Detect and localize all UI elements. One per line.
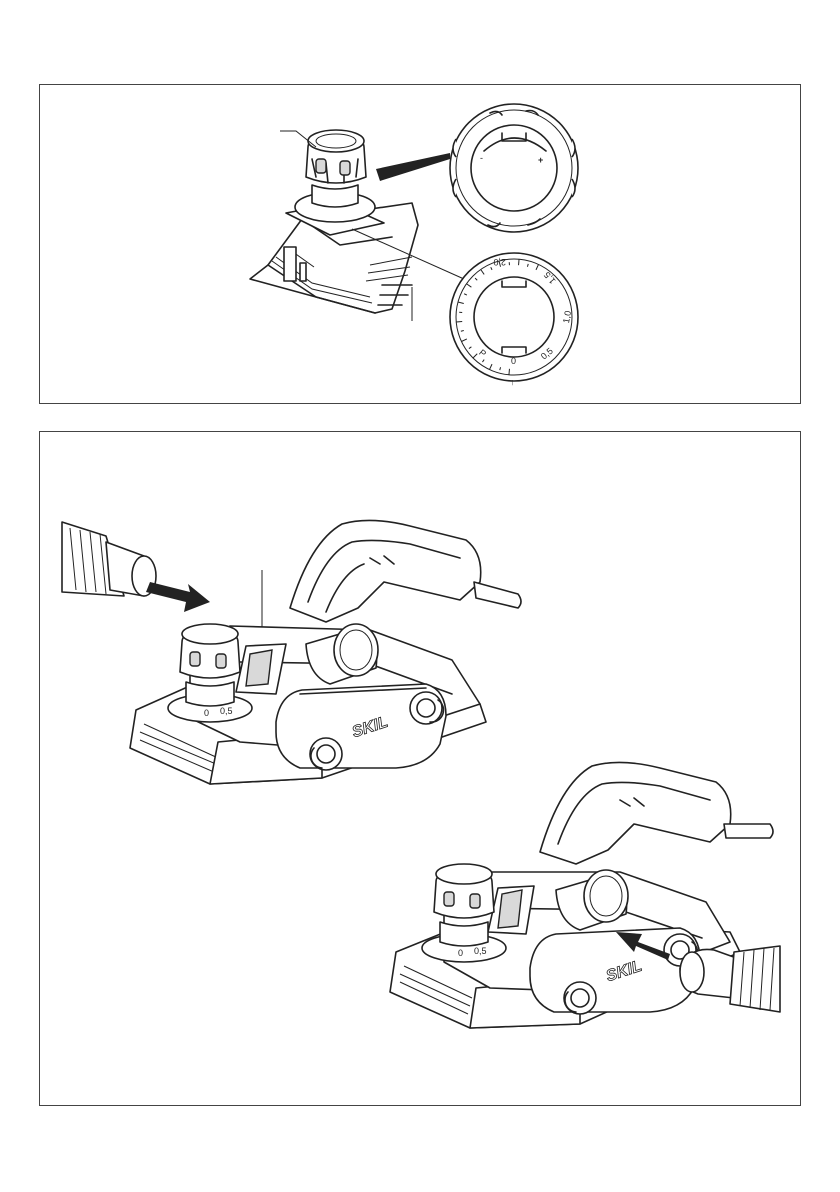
scale-label-1-0: 1,0: [561, 310, 573, 324]
chip-ejector-port: [246, 650, 272, 686]
figure-dust-extraction-panel: SKIL 0 0,5: [39, 431, 801, 1106]
scale-mark-0-right: 0: [458, 948, 463, 958]
scale-mark-0-left: 0: [204, 708, 209, 718]
scale-tick: [519, 259, 520, 265]
rear-knob-rod-right: [724, 824, 773, 838]
scale-tick: [456, 322, 462, 323]
vacuum-hose-left: [62, 522, 156, 596]
depth-knob: [295, 130, 375, 222]
planer-upper-left: SKIL 0 0,5: [62, 520, 521, 784]
dust-extraction-illustration: SKIL 0 0,5: [40, 432, 802, 1107]
scale-tick: [509, 369, 510, 375]
plus-label: +: [538, 155, 543, 165]
chip-ejector-port-right: [498, 890, 522, 928]
depth-adjustment-illustration: - + P 0 0,5 1,0 1,5 2,0 ↑: [40, 85, 802, 405]
planer-lower-right: SKIL 0 0,5: [390, 762, 780, 1028]
side-slot: [284, 247, 296, 281]
info-plate: [300, 263, 306, 281]
scale-mark-0-5-right: 0,5: [474, 946, 487, 956]
direction-dial: - +: [450, 104, 578, 232]
rear-knob-rod: [474, 582, 521, 608]
projection-wedge: [376, 153, 450, 181]
scale-label-0: 0: [511, 356, 516, 366]
pointer-arrow: ↑: [510, 377, 515, 387]
scale-mark-0-5-left: 0,5: [220, 706, 233, 716]
minus-label: -: [480, 153, 483, 163]
figure-depth-adjustment-panel: - + P 0 0,5 1,0 1,5 2,0 ↑: [39, 84, 801, 404]
insert-arrow-left: [146, 582, 210, 612]
vacuum-hose-right: [680, 946, 780, 1012]
depth-scale-dial: P 0 0,5 1,0 1,5 2,0 ↑: [450, 253, 578, 387]
scale-label-2-0: 2,0: [493, 257, 506, 267]
